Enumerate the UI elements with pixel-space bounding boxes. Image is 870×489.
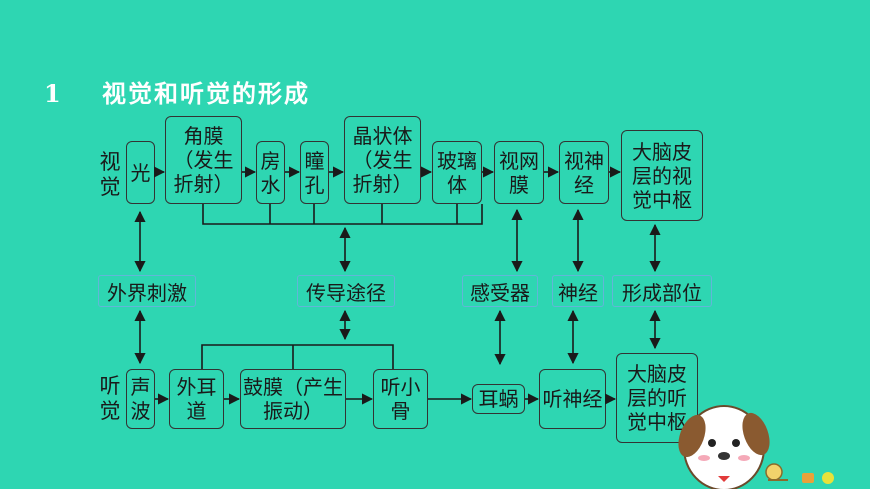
hearing-side-label: 听觉: [99, 374, 121, 423]
hearing-bracket: [201, 344, 394, 369]
hearing-box-cochlea: 耳蜗: [472, 384, 525, 414]
hearing-box-auditory-center: 大脑皮层的听觉中枢: [616, 353, 698, 443]
visual-side-label: 视觉: [99, 150, 121, 199]
title-text: 视觉和听觉的形成: [102, 79, 310, 108]
hearing-box-ear-canal: 外耳道: [169, 369, 224, 429]
visual-box-aqueous: 房水: [256, 141, 285, 204]
visual-box-pupil: 瞳孔: [300, 141, 329, 204]
puppy-mascot-icon: [678, 405, 834, 489]
label-conduction-path: 传导途径: [297, 275, 395, 307]
visual-bracket: [202, 204, 483, 225]
visual-box-optic-nerve: 视神经: [559, 141, 609, 204]
page-title: 1 视觉和听觉的形成: [44, 74, 310, 109]
label-receptor: 感受器: [462, 275, 538, 307]
visual-box-retina: 视网膜: [494, 141, 544, 204]
label-nerve: 神经: [552, 275, 604, 307]
hearing-box-ossicles: 听小骨: [373, 369, 428, 429]
title-number: 1: [44, 79, 63, 108]
label-formation-site: 形成部位: [612, 275, 712, 307]
hearing-box-eardrum: 鼓膜（产生振动）: [240, 369, 346, 429]
label-external-stimulus: 外界刺激: [98, 275, 196, 307]
visual-box-cornea: 角膜（发生折射）: [165, 116, 242, 204]
visual-box-lens: 晶状体（发生折射）: [344, 116, 421, 204]
hearing-box-sound-wave: 声波: [126, 369, 155, 429]
visual-box-visual-center: 大脑皮层的视觉中枢: [621, 130, 703, 221]
visual-box-vitreous: 玻璃体: [432, 141, 482, 204]
